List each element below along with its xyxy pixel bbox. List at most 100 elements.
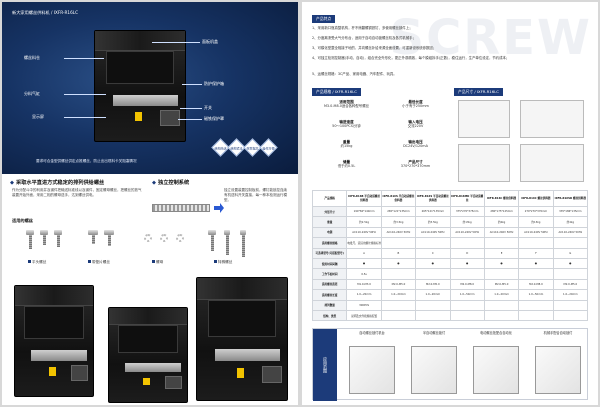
table-cell (552, 237, 589, 249)
table-cell (449, 309, 485, 322)
table-cell: E (483, 247, 520, 259)
table-row-header: 电源 (311, 226, 348, 239)
table-cell: 约2.5kg (346, 216, 382, 228)
table-header-row: 产品规格 IXFR-R16B 半自动适螺丝供料器 IXFR-R16S 半自动适螺… (311, 190, 589, 207)
dimension-drawing-back (520, 144, 584, 182)
table-cell: M2.0-M8.0 (449, 278, 485, 291)
table-cell (380, 299, 417, 311)
screw-label-flat: 平头螺丝 (28, 260, 46, 265)
hero-note: 要求可合金型供螺丝供定点推螺丝，防止出出现料卡关阻塞情况 (36, 159, 137, 163)
table-row-header: 使用时间间隔 (311, 257, 348, 270)
table-cell (483, 309, 520, 322)
table-cell: ● (415, 257, 451, 270)
callout-lid: 面板机盖 (202, 39, 218, 44)
table-row: 使用时间间隔●●●●●●● (311, 257, 589, 270)
spec-item: 输入电压交流220V (407, 120, 424, 129)
table-cell: D (449, 247, 485, 259)
table-cell: AC110-240V 50Hz (483, 226, 520, 239)
dimension-drawing-top (458, 144, 510, 182)
table-header: 产品规格 (311, 190, 348, 207)
screw-icon (40, 230, 48, 245)
table-header: IXFR-R16S 半自动适螺丝供料器 (415, 190, 451, 207)
table-cell: 280*175*125mm (483, 205, 520, 218)
left-page: 新大家用螺丝供料机 / IXFR-R16LC 面板机盖 螺丝料仓 分料气缸 显示… (2, 2, 298, 405)
table-cell: ● (518, 257, 554, 270)
table-cell (552, 268, 589, 280)
dimension-drawing-side (520, 100, 584, 138)
screw-icon (104, 230, 114, 246)
table-row-header: 排列数量 (311, 299, 348, 311)
table-cell: 约4kg (552, 216, 589, 228)
callout-display: 显示屏 (32, 114, 44, 119)
hero-machine-image (94, 30, 186, 142)
dims-tag: 产品尺寸 / IXFR-R16LC (454, 88, 503, 96)
arrow-right-icon (214, 203, 224, 213)
table-cell: 约3.5kg (415, 216, 451, 228)
spec-item: 最低长度小于有于250mm (402, 100, 429, 109)
table-cell: A (346, 247, 382, 259)
table-cell: 说明及文件按规格配置 (346, 309, 382, 322)
table-cell: 1.0~20mm (415, 289, 451, 301)
table-row: 结构、类型说明及文件按规格配置 (311, 309, 589, 322)
table-cell (518, 309, 554, 322)
table-cell: B (380, 247, 417, 259)
hero-banner: 新大家用螺丝供料机 / IXFR-R16LC 面板机盖 螺丝料仓 分料气缸 显示… (2, 2, 298, 174)
applications-band: 应用范围 自动螺丝锁付机台 半自动螺丝锁付 电动螺丝批配合自动化 机械手配合自动… (312, 328, 588, 401)
table-cell (380, 268, 417, 280)
screw-icon (26, 230, 34, 249)
section-feeding-text: 作为分配斗中的利用并及钢件把输送标准线以及钢件，固定螺母螺丝，把螺丝的放气装置开… (12, 188, 142, 197)
table-cell (380, 237, 417, 249)
table-cell: M2.0-M5.0 (415, 278, 451, 291)
table-cell (483, 237, 520, 249)
table-cell: 约13kg (449, 216, 485, 228)
hero-title: 新大家用螺丝供料机 / IXFR-R16LC (12, 10, 79, 15)
badge-easy-operation: 操作方便 (262, 146, 275, 151)
table-cell: 约13kg (518, 216, 554, 228)
table-header: IXFR-R16S 半自动适螺丝供料器 (380, 190, 417, 207)
screw-icon (240, 230, 246, 257)
table-header: IXFR-R16B 半自动适螺丝供料器 (346, 190, 382, 207)
features-tag: 产品特点 (312, 15, 336, 23)
spec-item: 储量低于约0.5L (337, 160, 356, 169)
table-cell: ● (380, 257, 417, 270)
table-cell: 265*121*135mm (415, 205, 451, 218)
dimension-drawing-front (458, 100, 510, 138)
table-row-header: 适用螺丝规格 (311, 237, 348, 249)
table-cell (415, 268, 451, 280)
table-cell: M2.0-M5.0 (483, 278, 520, 291)
table-cell: 375*270*375mm (449, 205, 485, 218)
table-row-header: 重量 (311, 216, 348, 228)
badge-compact: 结构紧凑 (230, 146, 243, 151)
table-cell: 300PCS (346, 299, 382, 311)
table-cell: AC110-240V 50Hz (346, 226, 382, 239)
callout-cylinder: 分料气缸 (24, 91, 40, 96)
table-cell: AC110-240V 50Hz (415, 226, 451, 239)
feature-item: 4、可独立检测控制器(手动、自动)，组合完全外形化，更正外观精致，每个模组拆手(… (312, 56, 510, 60)
table-cell (518, 268, 554, 280)
table-cell (380, 309, 417, 322)
table-cell: M2.0-M5.0 (380, 278, 417, 291)
callout-magnet-cover: 磁铁保护罩 (204, 116, 224, 121)
table-cell: 270*270*370mm (518, 205, 554, 218)
nut-icon (160, 234, 168, 242)
table-row-header: 结构、类型 (311, 309, 348, 322)
table-cell: 335*186*135mm (552, 205, 589, 218)
table-cell: 190*84*140mm (346, 205, 382, 218)
feature-item: 2、分度离溃受大气分布台，适用于自动自动锁螺丝机及各式机械手； (312, 36, 416, 40)
table-cell: G (552, 247, 589, 259)
feature-item: 3、可模化型整全相接子地的，并向螺丝补给来源全面设置，可重新设系统参数因； (312, 46, 437, 50)
table-cell: ● (552, 257, 589, 270)
table-cell: 电批尺，适适用螺丝规格标准 (346, 237, 382, 249)
screw-label-washer: 带垫片螺丝 (88, 260, 110, 265)
table-cell: 约4kg (483, 216, 520, 228)
table-cell: M1.0-M3.0 (346, 278, 382, 291)
